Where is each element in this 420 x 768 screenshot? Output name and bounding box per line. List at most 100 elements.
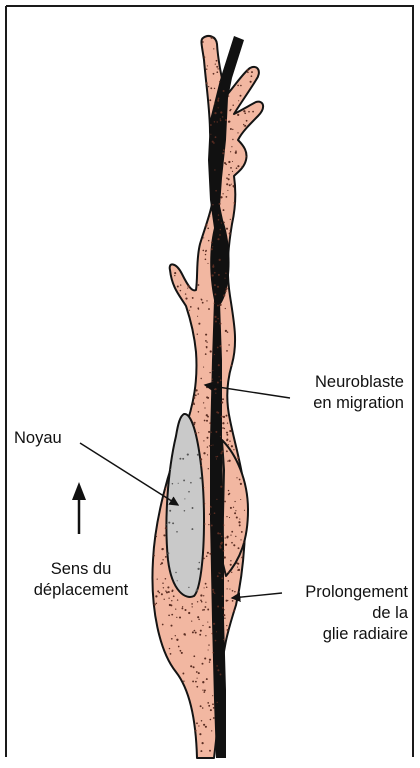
stipple-dot (191, 621, 192, 622)
stipple-dot (209, 661, 210, 662)
stipple-dot (214, 593, 215, 594)
stipple-dot (197, 601, 198, 602)
stipple-dot (240, 483, 242, 485)
stipple-dot (234, 203, 235, 204)
stipple-dot (221, 536, 222, 537)
stipple-dot (247, 69, 249, 71)
stipple-dot (207, 454, 208, 455)
stipple-dot (221, 451, 223, 453)
stipple-dot (226, 196, 228, 198)
stipple-dot (239, 519, 240, 520)
stipple-dot (230, 564, 232, 566)
stipple-dot (228, 344, 229, 345)
stipple-dot (223, 550, 225, 552)
stipple-dot (222, 116, 224, 118)
stipple-dot (198, 725, 199, 726)
stipple-dot (211, 730, 212, 731)
stipple-dot (162, 624, 164, 626)
stipple-dot (214, 272, 216, 274)
stipple-dot (207, 622, 208, 623)
stipple-dot (168, 614, 170, 616)
stipple-dot (243, 110, 245, 112)
stipple-dot (172, 483, 173, 484)
stipple-dot (204, 587, 205, 588)
stipple-dot (200, 750, 202, 752)
stipple-dot (235, 510, 236, 511)
stipple-dot (217, 532, 219, 534)
stipple-dot (200, 458, 202, 460)
stipple-dot (237, 165, 239, 167)
stipple-dot (219, 81, 220, 82)
stipple-dot (194, 422, 196, 424)
stipple-dot (209, 659, 211, 661)
stipple-dot (225, 544, 227, 546)
stipple-dot (215, 456, 216, 457)
stipple-dot (189, 310, 190, 311)
stipple-dot (244, 125, 246, 127)
stipple-dot (206, 386, 208, 388)
stipple-dot (207, 609, 209, 611)
stipple-dot (211, 274, 213, 276)
label-neuroblast-line-1: Neuroblaste (270, 372, 404, 393)
stipple-dot (212, 204, 213, 205)
stipple-dot (174, 272, 176, 274)
stipple-dot (231, 531, 233, 533)
stipple-dot (226, 439, 228, 441)
stipple-dot (229, 184, 231, 186)
stipple-dot (230, 507, 232, 509)
stipple-dot (230, 109, 231, 110)
stipple-dot (231, 445, 233, 447)
stipple-dot (206, 437, 208, 439)
stipple-dot (231, 184, 232, 185)
stipple-dot (220, 229, 222, 231)
stipple-dot (230, 167, 232, 169)
label-nucleus-text: Noyau (14, 428, 62, 449)
stipple-dot (170, 653, 172, 655)
stipple-dot (226, 600, 228, 602)
stipple-dot (224, 556, 226, 558)
stipple-dot (232, 139, 233, 140)
stipple-dot (211, 248, 213, 250)
label-direction-line-1: Sens du (22, 559, 140, 580)
stipple-dot (210, 124, 212, 126)
stipple-dot (197, 393, 199, 395)
stipple-dot (210, 87, 212, 89)
stipple-dot (224, 428, 225, 429)
stipple-dot (205, 602, 206, 603)
stipple-dot (226, 434, 228, 436)
stipple-dot (231, 365, 233, 367)
stipple-dot (153, 555, 155, 557)
stipple-dot (188, 285, 190, 287)
stipple-dot (222, 427, 224, 429)
stipple-dot (172, 522, 174, 524)
stipple-dot (191, 603, 193, 605)
stipple-dot (224, 617, 225, 618)
stipple-dot (247, 71, 249, 73)
stipple-dot (214, 112, 216, 114)
stipple-dot (206, 68, 207, 69)
stipple-dot (216, 499, 217, 500)
stipple-dot (237, 457, 239, 459)
stipple-dot (214, 303, 215, 304)
stipple-dot (203, 452, 205, 454)
stipple-dot (226, 228, 228, 230)
stipple-dot (202, 707, 204, 709)
stipple-dot (215, 640, 217, 642)
label-neuroblast-line-2: en migration (270, 393, 404, 414)
stipple-dot (218, 98, 219, 99)
stipple-dot (195, 432, 197, 434)
stipple-dot (217, 575, 219, 577)
stipple-dot (177, 599, 178, 600)
stipple-dot (156, 603, 157, 604)
stipple-dot (171, 625, 173, 627)
stipple-dot (210, 134, 211, 135)
stipple-dot (232, 161, 233, 162)
stipple-dot (205, 583, 207, 585)
stipple-dot (207, 702, 209, 704)
stipple-dot (183, 680, 184, 681)
stipple-dot (206, 396, 208, 398)
stipple-dot (210, 709, 212, 711)
stipple-dot (225, 308, 226, 309)
stipple-dot (207, 227, 209, 229)
